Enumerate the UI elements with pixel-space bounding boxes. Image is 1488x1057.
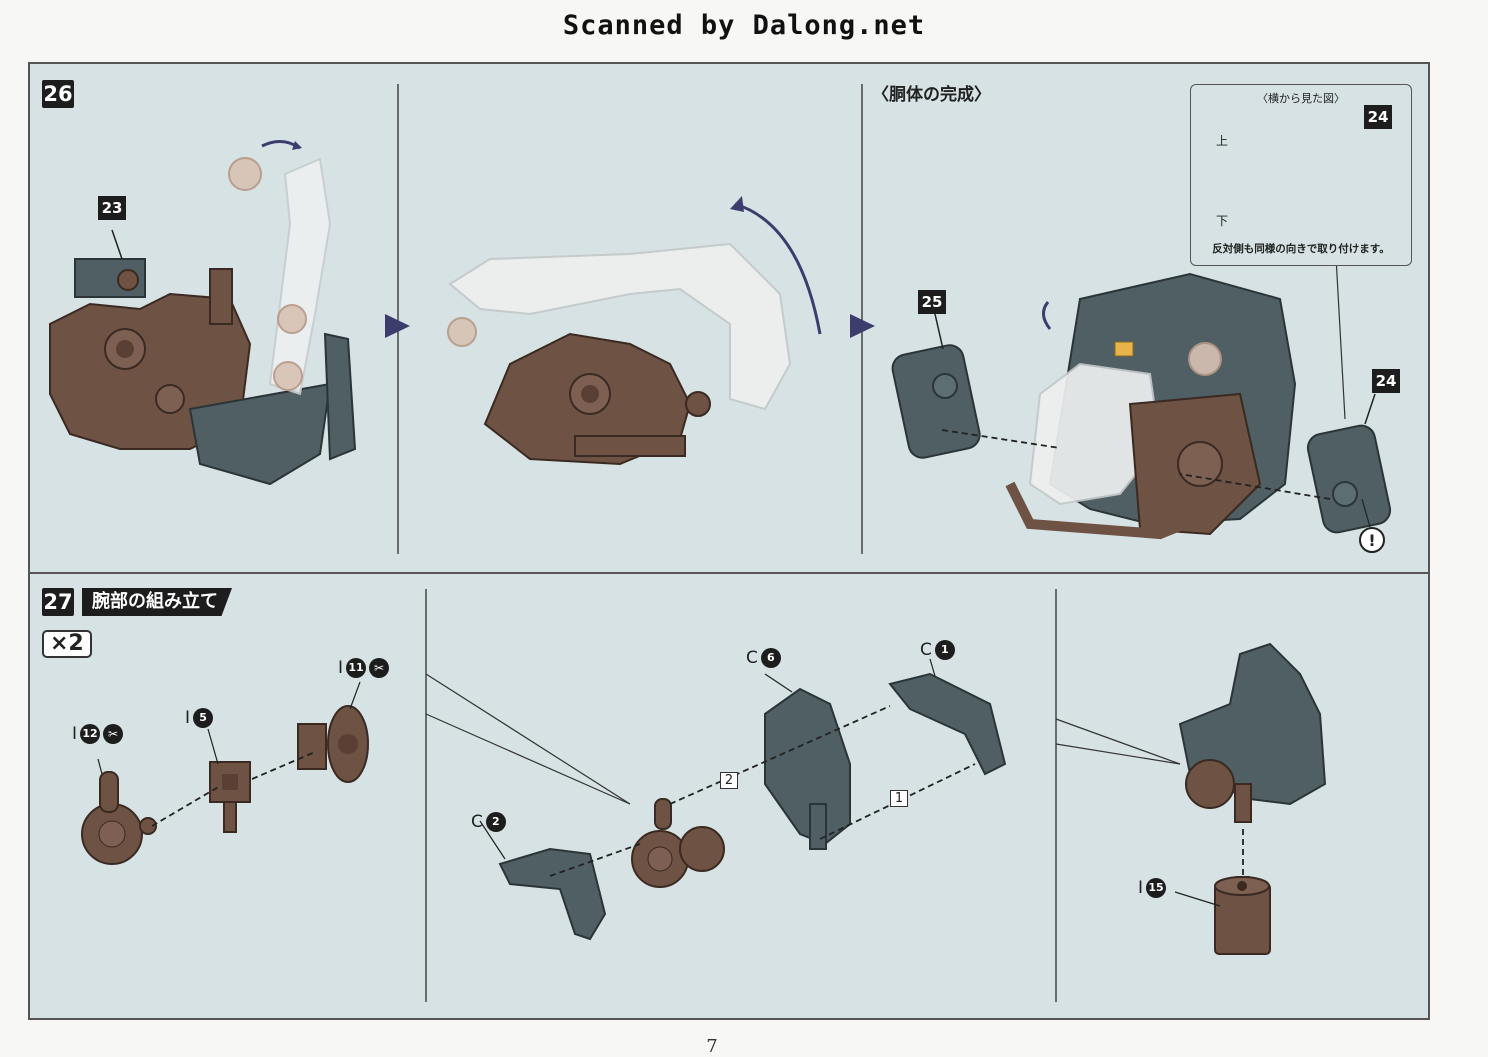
step-arrow-2 [850,314,875,338]
page-number: 7 [706,1036,718,1057]
torso-complete-title: 〈胴体の完成〉 [872,85,991,105]
side-view-note: 反対側も同様の向きで取り付けます。 [1212,243,1390,255]
step26-frame-body-assembly [49,140,357,486]
runner-letter: I [1138,878,1144,898]
side-view-title: 〈横から見た図〉 [1257,92,1345,105]
part-label-i12: I 12 ✂ [72,724,124,744]
runner-letter: C [746,648,758,668]
order-mark-2: 2 [720,772,738,789]
runner-letter: C [920,640,932,660]
part-number: 11 [346,658,367,678]
part-number: 12 [80,724,101,744]
side-view-part-24: 24 [1364,105,1392,129]
part-label-c6: C 6 [746,648,781,668]
part-number: 1 [934,640,955,660]
step27-number: 27 [42,588,74,616]
step27-shoulder-joint [81,681,369,865]
runner-letter: I [185,708,191,728]
runner-letter: I [338,658,344,678]
arm-assembly-title: 腕部の組み立て [82,588,232,616]
step26-hood-closing [447,196,822,466]
part-callout-23: 23 [98,196,126,220]
side-view-bottom-label: 下 [1216,214,1229,228]
part-label-i15: I 15 [1138,878,1167,898]
step26-torso-complete: ! [891,238,1392,553]
step-divider [30,572,1428,574]
step26-number: 26 [42,80,74,108]
runner-letter: C [471,812,483,832]
part-number: 15 [1146,878,1167,898]
part-callout-24: 24 [1372,369,1400,393]
part-number: 2 [485,812,506,832]
svg-text:!: ! [1368,531,1375,550]
part-label-i11: I 11 ✂ [338,658,390,678]
part-number: 6 [760,648,781,668]
nipper-icon: ✂ [369,658,390,678]
nipper-icon: ✂ [103,724,124,744]
part-label-i5: I 5 [185,708,214,728]
step-arrow-1 [385,314,410,338]
part-label-c1: C 1 [920,640,955,660]
side-view-top-label: 上 [1216,134,1229,148]
step27-upper-arm [479,658,1007,941]
scan-credit: Scanned by Dalong.net [562,10,926,41]
part-number: 5 [193,708,214,728]
step27-arm-complete [1174,642,1327,955]
side-view-inset: 〈横から見た図〉 上 下 24 反対側も同様の向きで取り付けます。 [1190,84,1412,266]
part-label-c2: C 2 [471,812,506,832]
quantity-x2: ×2 [42,630,92,658]
runner-letter: I [72,724,78,744]
order-mark-1: 1 [890,790,908,807]
instruction-frame: ! ! [28,62,1430,1020]
part-callout-25: 25 [918,290,946,314]
